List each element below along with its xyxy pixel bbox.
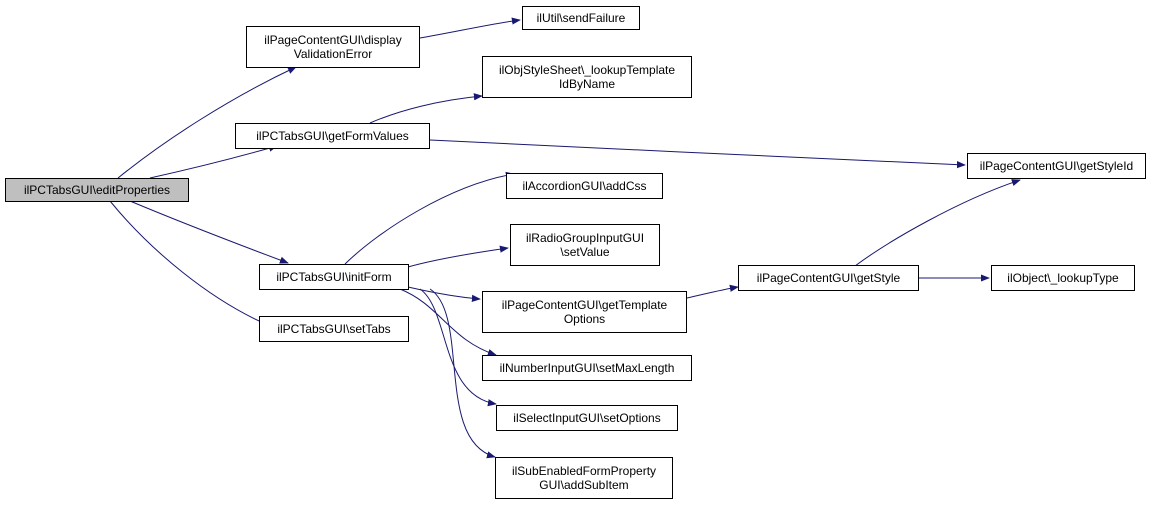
edge-editproperties-initform xyxy=(129,200,289,264)
edge-editproperties-displayvalidationerror xyxy=(117,66,297,179)
node-lookup-template-id-by-name[interactable]: ilObjStyleSheet\_lookupTemplate IdByName xyxy=(482,56,692,98)
edge-gettemplateoptions-getstyle xyxy=(686,284,739,299)
edge-initform-setvalue xyxy=(407,245,509,268)
node-get-style[interactable]: ilPageContentGUI\getStyle xyxy=(738,265,919,291)
node-edit-properties: ilPCTabsGUI\editProperties xyxy=(5,178,189,202)
node-add-css[interactable]: ilAccordionGUI\addCss xyxy=(506,173,663,199)
edge-editproperties-getformvalues xyxy=(149,144,278,179)
node-get-form-values[interactable]: ilPCTabsGUI\getFormValues xyxy=(235,123,430,149)
edge-displayvalidationerror-sendfailure xyxy=(419,17,521,39)
node-add-sub-item[interactable]: ilSubEnabledFormProperty GUI\addSubItem xyxy=(495,457,673,499)
edge-initform-setmaxlength xyxy=(399,288,497,356)
node-get-template-options[interactable]: ilPageContentGUI\getTemplate Options xyxy=(482,291,687,333)
edge-getstyle-getstyleid xyxy=(854,179,1021,267)
node-send-failure[interactable]: ilUtil\sendFailure xyxy=(522,6,640,30)
node-set-tabs[interactable]: ilPCTabsGUI\setTabs xyxy=(259,316,409,342)
node-lookup-type[interactable]: ilObject\_lookupType xyxy=(991,265,1135,291)
node-set-options[interactable]: ilSelectInputGUI\setOptions xyxy=(496,405,678,431)
node-set-max-length[interactable]: ilNumberInputGUI\setMaxLength xyxy=(482,355,692,381)
edge-getformvalues-getstyleid xyxy=(429,139,966,169)
edge-initform-gettemplateoptions xyxy=(407,286,481,302)
edge-initform-setoptions xyxy=(419,288,497,407)
edge-initform-addsubitem xyxy=(429,288,496,459)
edge-getformvalues-lookuptemplate xyxy=(369,93,483,124)
edge-initform-addcss xyxy=(344,171,515,265)
node-display-validation-error[interactable]: ilPageContentGUI\display ValidationError xyxy=(246,26,420,68)
node-get-style-id[interactable]: ilPageContentGUI\getStyleId xyxy=(967,153,1146,179)
node-init-form[interactable]: ilPCTabsGUI\initForm xyxy=(259,264,409,290)
edge-editproperties-settabs xyxy=(109,200,269,326)
node-set-value[interactable]: ilRadioGroupInputGUI \setValue xyxy=(510,224,660,266)
